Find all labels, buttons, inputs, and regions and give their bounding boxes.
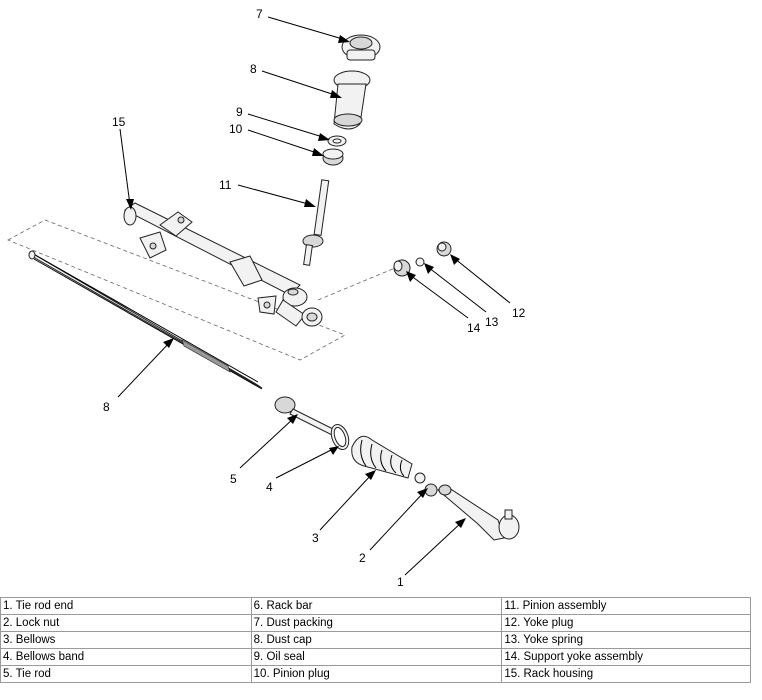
legend-cell: 13. Yoke spring [501, 631, 751, 649]
legend-cell: 8. Dust cap [250, 631, 503, 649]
rack-bar-part [28, 250, 263, 390]
legend-cell: 7. Dust packing [250, 614, 503, 632]
legend-cell: 9. Oil seal [250, 648, 503, 666]
callout-7: 7 [256, 7, 263, 21]
pinion-plug-part [322, 148, 344, 166]
callout-11: 11 [219, 178, 232, 192]
callout-15: 15 [112, 115, 126, 129]
legend-cell: 11. Pinion assembly [501, 597, 751, 615]
callout-9: 9 [236, 105, 243, 119]
yoke-alignment-line [317, 267, 396, 301]
yoke-spring-part [415, 257, 425, 267]
callout-8-rack: 8 [103, 400, 110, 414]
oil-seal-part [327, 135, 347, 147]
callout-10: 10 [229, 122, 243, 136]
callout-3: 3 [312, 531, 319, 545]
legend-cell: 2. Lock nut [0, 614, 252, 632]
legend-cell: 5. Tie rod [0, 665, 252, 683]
callout-13: 13 [485, 315, 499, 329]
callout-2: 2 [359, 551, 366, 565]
callout-4: 4 [266, 480, 273, 494]
tie-rod-part [274, 396, 336, 436]
yoke-plug-part [436, 241, 452, 257]
callout-8-dust-cap: 8 [250, 62, 257, 76]
alignment-guide [7, 219, 346, 361]
rack-housing-part [123, 202, 323, 327]
callout-5: 5 [230, 472, 237, 486]
pinion-assembly-part [302, 179, 330, 266]
callout-14: 14 [467, 321, 481, 335]
callout-12: 12 [512, 306, 526, 320]
legend-cell: 3. Bellows [0, 631, 252, 649]
callout-1: 1 [397, 575, 404, 589]
legend-cell: 15. Rack housing [501, 665, 751, 683]
leader-lines [117, 16, 511, 576]
legend-cell: 1. Tie rod end [0, 597, 252, 615]
support-yoke-part [393, 259, 411, 277]
legend-cell: 4. Bellows band [0, 648, 252, 666]
dust-cap-part [333, 70, 371, 130]
legend-cell: 6. Rack bar [250, 597, 503, 615]
tie-rod-end-part [437, 484, 520, 541]
bellows-band-part [330, 423, 350, 451]
legend-cell: 12. Yoke plug [501, 614, 751, 632]
legend-cell: 10. Pinion plug [250, 665, 503, 683]
bellows-part [351, 435, 413, 479]
legend-cell: 14. Support yoke assembly [501, 648, 751, 666]
dust-packing-part [341, 34, 381, 61]
exploded-view-diagram: 7 8 9 10 11 15 12 13 14 8 5 4 3 2 1 [7, 7, 526, 589]
